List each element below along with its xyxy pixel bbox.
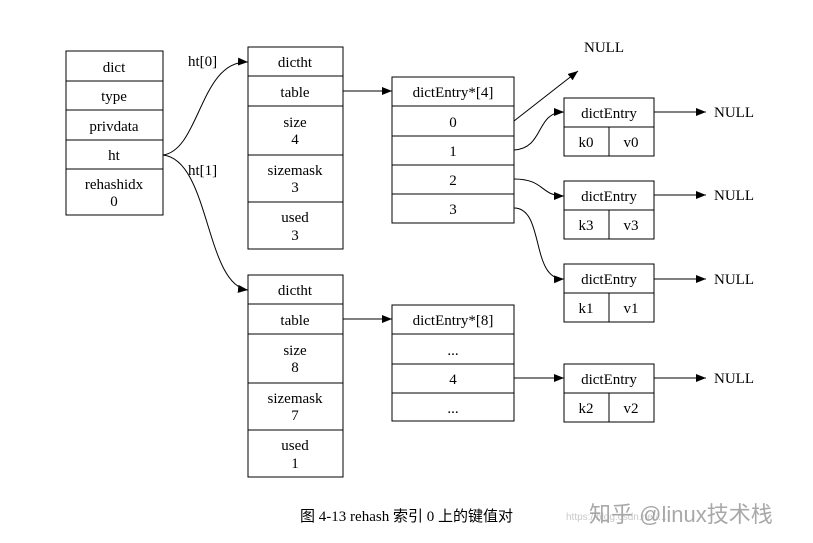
dict-title: dict bbox=[103, 60, 126, 76]
dict-field-privdata: privdata bbox=[89, 119, 138, 135]
entry-k3-next-null: NULL bbox=[714, 188, 754, 204]
ht0-field-sizemask: sizemask bbox=[268, 163, 323, 179]
table8-slot-4: 4 bbox=[449, 372, 457, 388]
ht1-edge-label: ht[1] bbox=[188, 163, 217, 179]
table4-slot-3: 3 bbox=[449, 202, 457, 218]
ht1-struct bbox=[247, 274, 344, 478]
ht1-field-table: table bbox=[280, 313, 309, 329]
ht1-title: dictht bbox=[278, 283, 313, 299]
dict-struct bbox=[65, 50, 164, 216]
table8-slot-ellipsis-top: ... bbox=[447, 343, 458, 359]
entry-k1-next-null: NULL bbox=[714, 272, 754, 288]
table8-array bbox=[391, 304, 515, 422]
entry-k2-next-null: NULL bbox=[714, 371, 754, 387]
ht0-field-sizemask-value: 3 bbox=[291, 180, 299, 196]
entry-k3-key: k3 bbox=[579, 218, 594, 234]
entry-k1-title: dictEntry bbox=[581, 272, 637, 288]
entry-k1 bbox=[563, 263, 655, 323]
ht1-field-size-value: 8 bbox=[291, 360, 299, 376]
entry-k1-value: v1 bbox=[624, 301, 639, 317]
table8-slot-ellipsis-bottom: ... bbox=[447, 401, 458, 417]
arrow-slot3-k1 bbox=[513, 207, 565, 284]
dict-field-rehashidx: rehashidx bbox=[85, 177, 144, 193]
arrow-ht-to-ht1 bbox=[162, 154, 249, 293]
figure-caption: 图 4-13 rehash 索引 0 上的键值对 bbox=[300, 509, 513, 525]
entry-k3-value: v3 bbox=[624, 218, 639, 234]
ht0-title: dictht bbox=[278, 55, 313, 71]
watermark: 知乎 @linux技术栈 bbox=[589, 502, 773, 527]
ht0-field-used-value: 3 bbox=[291, 228, 299, 244]
table8-title: dictEntry*[8] bbox=[413, 313, 494, 329]
watermark-faint: https://blog.csdn.net/... bbox=[566, 512, 667, 523]
arrow-slot1-k0 bbox=[513, 108, 565, 151]
ht1-field-size: size bbox=[283, 343, 307, 359]
ht1-field-sizemask: sizemask bbox=[268, 391, 323, 407]
entry-k3 bbox=[563, 180, 655, 240]
dict-field-type: type bbox=[101, 89, 127, 105]
entry-k0-next-null: NULL bbox=[714, 105, 754, 121]
dict-field-ht: ht bbox=[108, 148, 121, 164]
ht0-field-used: used bbox=[281, 210, 309, 226]
entry-k2-value: v2 bbox=[624, 401, 639, 417]
ht0-field-size-value: 4 bbox=[291, 132, 299, 148]
entry-k3-title: dictEntry bbox=[581, 189, 637, 205]
arrow-slot0-null bbox=[513, 70, 579, 122]
entry-k2 bbox=[563, 363, 655, 423]
table4-slot-0: 0 bbox=[449, 115, 457, 131]
slot0-null-label: NULL bbox=[584, 40, 624, 56]
ht1-field-used-value: 1 bbox=[291, 456, 299, 472]
ht1-field-sizemask-value: 7 bbox=[291, 408, 299, 424]
ht1-field-used: used bbox=[281, 438, 309, 454]
ht0-field-table: table bbox=[280, 85, 309, 101]
entry-k1-key: k1 bbox=[579, 301, 594, 317]
table4-title: dictEntry*[4] bbox=[413, 85, 494, 101]
arrow-slot2-k3 bbox=[513, 178, 565, 200]
entry-k2-title: dictEntry bbox=[581, 372, 637, 388]
entry-k0-value: v0 bbox=[624, 135, 639, 151]
dict-field-rehashidx-value: 0 bbox=[110, 194, 118, 210]
entry-k0-title: dictEntry bbox=[581, 106, 637, 122]
table4-slot-2: 2 bbox=[449, 173, 457, 189]
arrow-ht-to-ht0 bbox=[162, 57, 249, 156]
entry-k0 bbox=[563, 97, 655, 157]
entry-k2-key: k2 bbox=[579, 401, 594, 417]
entry-k0-key: k0 bbox=[579, 135, 594, 151]
table4-slot-1: 1 bbox=[449, 144, 457, 160]
ht0-edge-label: ht[0] bbox=[188, 54, 217, 70]
ht0-struct bbox=[247, 46, 344, 250]
ht0-field-size: size bbox=[283, 115, 307, 131]
